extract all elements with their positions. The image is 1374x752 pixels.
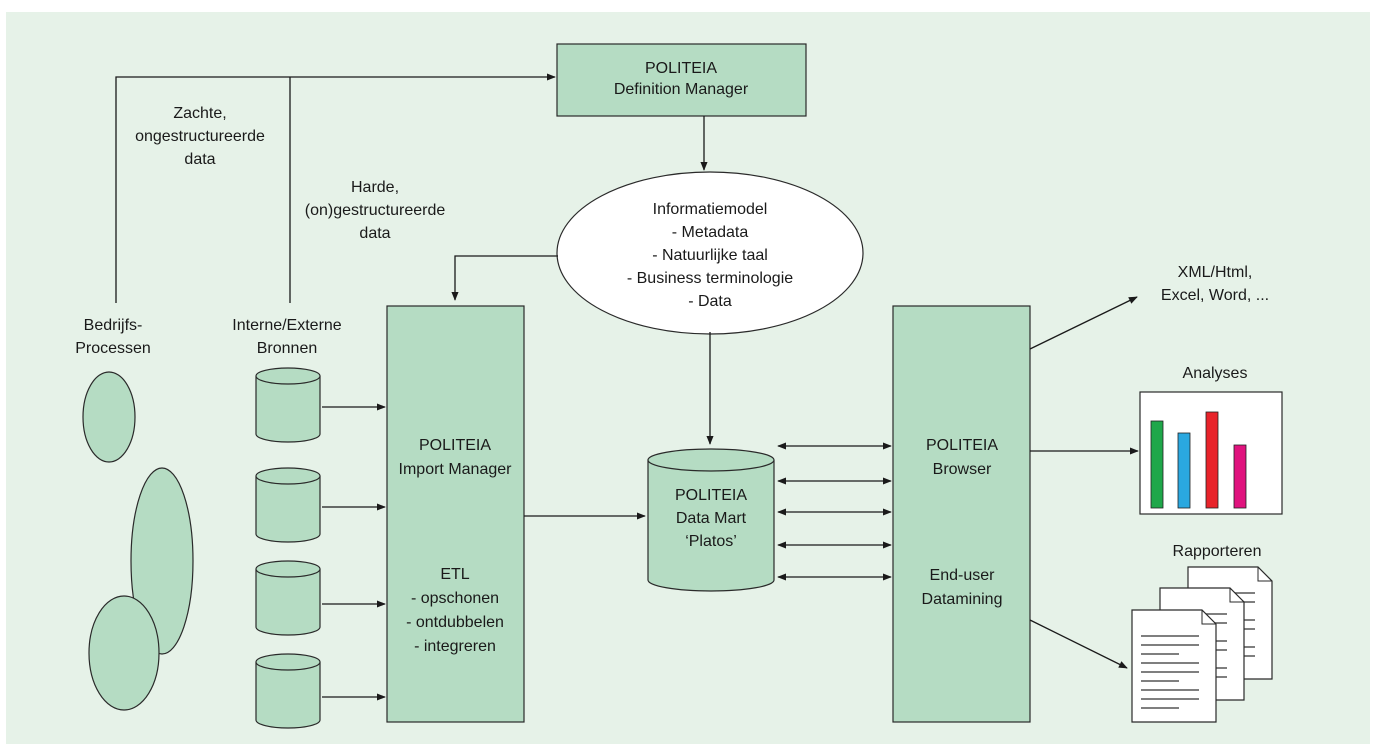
svg-text:Data Mart: Data Mart — [676, 510, 747, 527]
definition-manager-box: POLITEIA Definition Manager — [556, 43, 807, 117]
process-ellipse — [82, 371, 136, 463]
svg-text:Browser: Browser — [933, 461, 992, 478]
svg-text:Bronnen: Bronnen — [257, 340, 318, 357]
definition-manager-line2: Definition Manager — [614, 81, 749, 98]
process-ellipse — [130, 467, 194, 655]
svg-text:POLITEIA: POLITEIA — [675, 487, 747, 504]
sources-label: Interne/Externe Bronnen — [232, 317, 342, 357]
bar-red — [1205, 411, 1219, 509]
svg-text:POLITEIA: POLITEIA — [419, 437, 491, 454]
document-page — [1131, 609, 1217, 723]
model-to-import-arrow — [451, 255, 558, 301]
svg-text:- ontdubbelen: - ontdubbelen — [406, 614, 504, 631]
business-process-ellipses — [82, 371, 194, 711]
svg-text:Import Manager: Import Manager — [399, 461, 513, 478]
datamart-browser-arrows — [777, 442, 892, 581]
database-icon — [255, 560, 321, 636]
formats-label: XML/Html, Excel, Word, ... — [1161, 264, 1269, 304]
svg-text:ETL: ETL — [440, 566, 469, 583]
database-icon — [255, 653, 321, 729]
svg-text:- Business terminologie: - Business terminologie — [627, 270, 793, 287]
document-stack-icon — [1131, 566, 1273, 723]
browser-box: POLITEIA Browser End-user Datamining — [892, 305, 1031, 723]
database-icon — [255, 467, 321, 543]
process-ellipse — [88, 595, 160, 711]
svg-text:Datamining: Datamining — [922, 591, 1003, 608]
svg-text:(on)gestructureerde: (on)gestructureerde — [305, 202, 446, 219]
svg-text:Zachte,: Zachte, — [173, 105, 226, 122]
svg-text:- opschonen: - opschonen — [411, 590, 499, 607]
reports-label: Rapporteren — [1173, 543, 1262, 560]
soft-data-label: Zachte, ongestructureerde data — [135, 105, 265, 168]
svg-text:End-user: End-user — [930, 567, 996, 584]
svg-text:Interne/Externe: Interne/Externe — [232, 317, 342, 334]
source-databases — [255, 367, 386, 729]
data-mart-database: POLITEIA Data Mart ‘Platos’ — [647, 448, 775, 592]
svg-text:data: data — [184, 151, 215, 168]
bar-blue — [1177, 432, 1191, 509]
svg-text:‘Platos’: ‘Platos’ — [685, 533, 737, 550]
browser-to-reports-arrow — [1029, 619, 1128, 669]
svg-text:Excel, Word, ...: Excel, Word, ... — [1161, 287, 1269, 304]
browser-to-formats-arrow — [1029, 296, 1138, 350]
import-manager-box: POLITEIA Import Manager ETL - opschonen … — [386, 305, 525, 723]
analyses-label: Analyses — [1183, 365, 1248, 382]
svg-text:Informatiemodel: Informatiemodel — [653, 201, 768, 218]
database-icon — [255, 367, 321, 443]
svg-text:Processen: Processen — [75, 340, 151, 357]
definition-manager-line1: POLITEIA — [645, 60, 717, 77]
hard-data-label: Harde, (on)gestructureerde data — [305, 179, 446, 242]
svg-text:- Metadata: - Metadata — [672, 224, 749, 241]
svg-text:Bedrijfs-: Bedrijfs- — [84, 317, 143, 334]
svg-text:ongestructureerde: ongestructureerde — [135, 128, 265, 145]
svg-text:- Data: - Data — [688, 293, 732, 310]
bar-magenta — [1233, 444, 1247, 509]
bar-chart-icon — [1139, 391, 1283, 515]
svg-text:- Natuurlijke taal: - Natuurlijke taal — [652, 247, 768, 264]
svg-text:- integreren: - integreren — [414, 638, 496, 655]
bar-green — [1150, 420, 1164, 509]
svg-text:Harde,: Harde, — [351, 179, 399, 196]
svg-text:XML/Html,: XML/Html, — [1178, 264, 1253, 281]
svg-text:data: data — [359, 225, 390, 242]
information-model-ellipse: Informatiemodel - Metadata - Natuurlijke… — [556, 171, 864, 335]
business-processes-label: Bedrijfs- Processen — [75, 317, 151, 357]
soft-data-arrow — [115, 73, 556, 303]
feed-lines — [115, 73, 556, 303]
svg-text:POLITEIA: POLITEIA — [926, 437, 998, 454]
